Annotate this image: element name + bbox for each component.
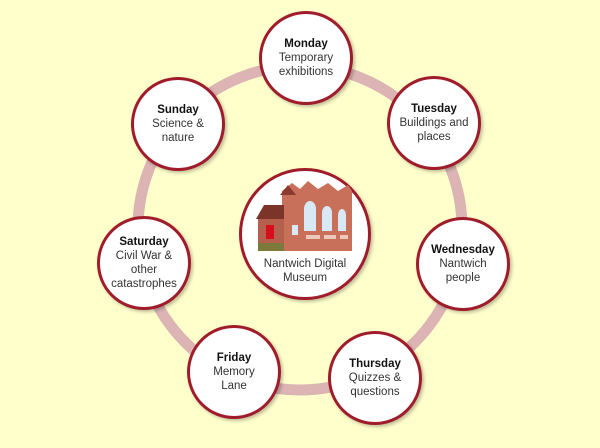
day-label: Wednesday: [431, 244, 495, 256]
topic-label: Civil War & other catastrophes: [111, 250, 177, 290]
museum-building-icon: [256, 181, 352, 251]
day-node-sunday: Sunday Science & nature: [131, 77, 225, 171]
day-label: Monday: [284, 38, 328, 50]
day-label: Saturday: [119, 236, 169, 248]
topic-label: Temporary exhibitions: [278, 52, 334, 78]
day-node-wednesday: Wednesday Nantwich people: [416, 217, 510, 311]
day-label: Friday: [216, 352, 252, 364]
day-label: Tuesday: [411, 103, 457, 115]
day-node-monday: Monday Temporary exhibitions: [259, 11, 353, 105]
day-label: Thursday: [349, 358, 401, 370]
topic-label: Memory Lane: [213, 366, 255, 392]
topic-label: Nantwich people: [439, 258, 487, 284]
center-museum-node: Nantwich Digital Museum: [239, 168, 371, 300]
topic-label: Buildings and places: [399, 117, 469, 143]
center-title: Nantwich Digital Museum: [263, 258, 347, 284]
day-node-saturday: Saturday Civil War & other catastrophes: [97, 216, 191, 310]
topic-label: Science & nature: [152, 118, 204, 144]
day-node-tuesday: Tuesday Buildings and places: [387, 76, 481, 170]
day-label: Sunday: [157, 104, 199, 116]
day-node-friday: Friday Memory Lane: [187, 325, 281, 419]
topic-label: Quizzes & questions: [348, 372, 402, 398]
day-node-thursday: Thursday Quizzes & questions: [328, 331, 422, 425]
